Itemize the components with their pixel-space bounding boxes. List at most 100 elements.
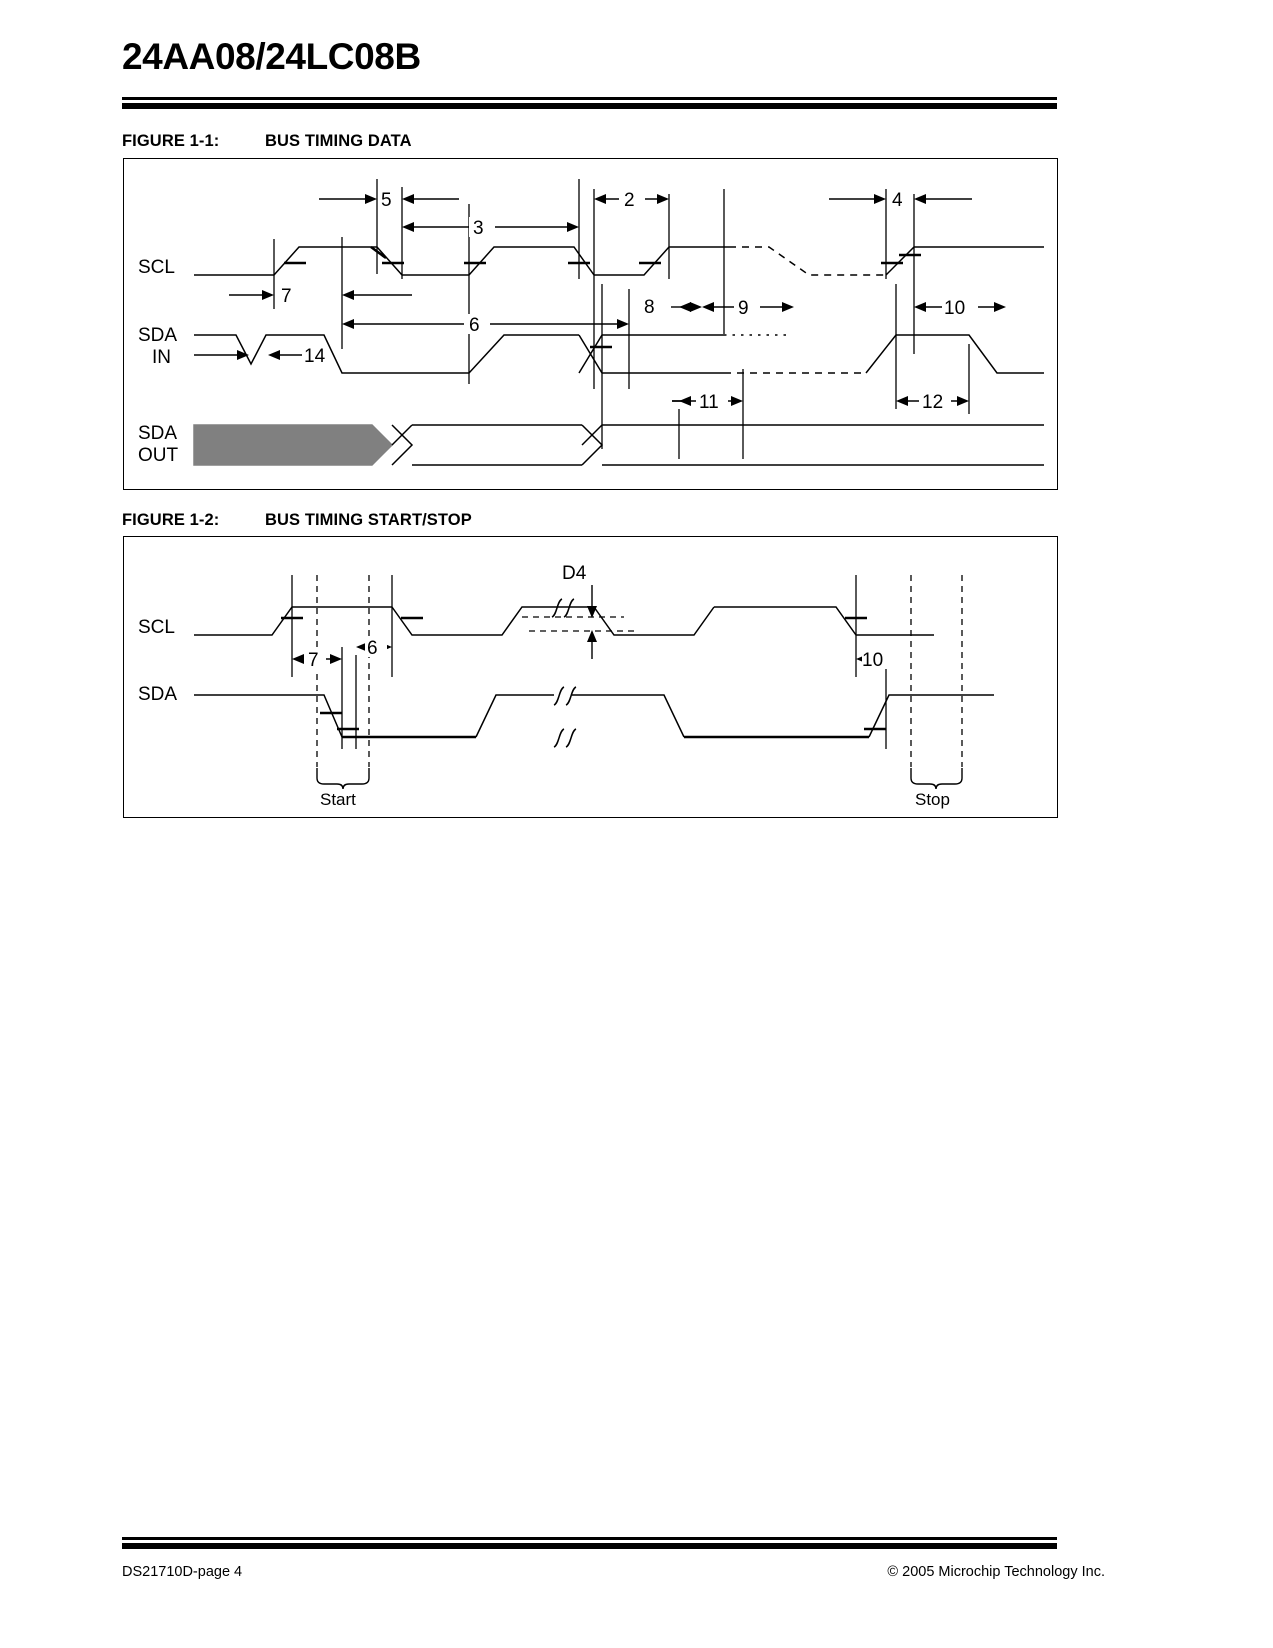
- group-label-start: Start: [320, 790, 356, 809]
- dim-12-head-left: [896, 396, 908, 406]
- dim2-d4-head-down: [587, 606, 597, 618]
- dim-9-label-bg: [734, 297, 760, 317]
- scl-waveform-mid: [594, 246, 729, 276]
- dim2-d4-head-up: [587, 630, 597, 642]
- sda-out-cross-right-a: [581, 424, 604, 466]
- sda2-break-top-2: [565, 686, 577, 706]
- dim-14-head-right: [268, 350, 280, 360]
- signal-label-scl-2: SCL: [138, 617, 175, 638]
- figure-1-1-diagram: SCL SDA IN SDA OUT: [123, 158, 1058, 490]
- dim-4-head-left: [874, 194, 886, 204]
- start-brace: [316, 768, 370, 790]
- header-rule-thin: [122, 97, 1057, 100]
- sda2-fall-start: [194, 694, 343, 738]
- scl2-seg-fall: [391, 606, 556, 636]
- dim-5-head-right: [402, 194, 414, 204]
- dim-label-10: 10: [944, 298, 965, 319]
- dim-label-3: 3: [473, 218, 484, 239]
- dim-label-6: 6: [469, 315, 480, 336]
- dim-5-head-left: [365, 194, 377, 204]
- sda2-rise-2: [868, 694, 994, 738]
- dim-label-7: 7: [281, 286, 292, 307]
- header-rule-thick: [122, 103, 1057, 109]
- dim-11-head-left: [679, 396, 691, 406]
- sda-out-cross-left: [391, 424, 414, 466]
- scl2-seg-right: [714, 606, 934, 636]
- dim-11-head-right: [731, 396, 743, 406]
- dim2-10-label-bg: [862, 649, 894, 669]
- scl-waveform-left: [194, 246, 595, 276]
- dim-6-head-right: [617, 319, 629, 329]
- scl2-break-stroke-2: [563, 598, 575, 618]
- scl-tick-2: [370, 245, 387, 260]
- sda-out-undefined-block: [193, 424, 394, 466]
- sda2-high-1: [572, 694, 685, 738]
- dim-9-head-right: [782, 302, 794, 312]
- signal-label-sda-out-line2: OUT: [138, 445, 179, 466]
- footer-copyright: © 2005 Microchip Technology Inc.: [887, 1564, 1105, 1580]
- dim-label-14: 14: [304, 346, 326, 367]
- dim-9-head-left: [702, 302, 714, 312]
- stop-brace: [910, 768, 963, 790]
- sda2-break-bot-2: [565, 728, 577, 748]
- scl2-seg-start: [194, 606, 392, 636]
- dim-2-head-left: [594, 194, 606, 204]
- dim-label-d4: D4: [562, 563, 587, 584]
- dim-14-head-left: [237, 350, 249, 360]
- figure-1-2-number: FIGURE 1-2:: [122, 511, 220, 529]
- dim-label-9: 9: [738, 298, 749, 319]
- figure-1-1-title: BUS TIMING DATA: [265, 132, 412, 150]
- dim2-7-label-bg: [304, 649, 326, 669]
- sda-in-waveform-end: [865, 334, 1044, 374]
- group-label-stop: Stop: [915, 790, 950, 809]
- dim-label-12: 12: [922, 392, 943, 413]
- page-title: 24AA08/24LC08B: [122, 36, 421, 77]
- sda-out-cross-left-b: [391, 424, 413, 446]
- sda-in-waveform-rise: [468, 334, 579, 374]
- figure-1-2-caption: FIGURE 1-2: BUS TIMING START/STOP: [122, 511, 472, 530]
- dim-10-head-right: [994, 302, 1006, 312]
- dim-label-4: 4: [892, 190, 903, 211]
- signal-label-scl: SCL: [138, 257, 175, 278]
- signal-label-sda-in-line1: SDA: [138, 325, 177, 346]
- sda-in-cross-b: [578, 334, 603, 374]
- dim-12-label-bg: [919, 391, 951, 411]
- footer-rule-thin: [122, 1537, 1057, 1540]
- dim-label-10-fig2: 10: [862, 650, 883, 671]
- signal-label-sda-2: SDA: [138, 684, 177, 705]
- sda-out-cross-right-b: [581, 424, 603, 446]
- dim2-6-label-bg: [365, 637, 387, 657]
- dim-3-head-left: [402, 222, 414, 232]
- dim-label-8: 8: [644, 297, 655, 318]
- sda2-break-bot-1: [553, 728, 565, 748]
- figure-1-1-caption: FIGURE 1-1: BUS TIMING DATA: [122, 132, 412, 151]
- footer-document-id: DS21710D-page 4: [122, 1564, 243, 1580]
- footer-rule-thick: [122, 1543, 1057, 1549]
- dim2-7-head-right: [330, 654, 342, 664]
- dim-2-head-right: [657, 194, 669, 204]
- scl2-break-stroke-1: [551, 598, 563, 618]
- dim-6-head-left: [342, 319, 354, 329]
- dim-label-7-fig2: 7: [308, 650, 319, 671]
- dim-10-label-bg: [942, 297, 978, 317]
- dim-3-label-bg: [469, 217, 495, 237]
- dim-10-head-left: [914, 302, 926, 312]
- dim-7-head: [262, 290, 274, 300]
- signal-label-sda-out-line1: SDA: [138, 423, 177, 444]
- scl2-seg-mid-fall: [593, 606, 715, 636]
- dim-11-label-bg: [696, 391, 728, 411]
- figure-1-2-diagram: SCL SDA: [123, 536, 1058, 818]
- dim2-7-head-left: [292, 654, 304, 664]
- dim-6-label-bg: [464, 314, 490, 334]
- sda-in-waveform-start: [194, 334, 469, 374]
- figure-1-1-number: FIGURE 1-1:: [122, 132, 220, 150]
- scl-waveform-dashed: [729, 246, 886, 276]
- figure-1-2-title: BUS TIMING START/STOP: [265, 511, 472, 529]
- dim-label-2: 2: [624, 190, 635, 211]
- dim-4-head-right: [914, 194, 926, 204]
- dim-6-upper-head: [342, 290, 354, 300]
- signal-label-sda-in-line2: IN: [152, 347, 171, 368]
- sda2-rise-1: [475, 694, 554, 738]
- dim-label-11: 11: [699, 392, 719, 413]
